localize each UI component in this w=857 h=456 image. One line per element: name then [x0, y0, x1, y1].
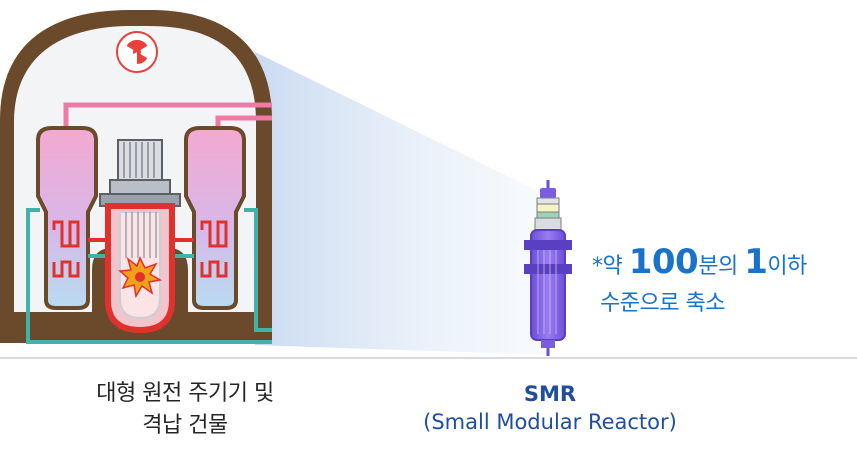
scale-note-fraction: 1 [744, 242, 768, 282]
scale-note-line2: 수준으로 축소 [600, 291, 725, 316]
smr-full-name: (Small Modular Reactor) [423, 410, 677, 434]
steam-generator-right [184, 126, 246, 310]
steam-generator-left [36, 126, 98, 310]
coolant-loops [88, 238, 194, 258]
reactor-core-icon [118, 256, 163, 299]
scale-note-suffix: 이하 [767, 254, 807, 279]
smr-module [524, 180, 572, 356]
scale-note-number: 100 [628, 242, 699, 282]
smr-name: SMR [523, 382, 577, 406]
feedwater-lines [26, 208, 272, 344]
scale-note-line1: *약 100분의 1이하 [592, 240, 857, 289]
large-reactor-caption: 대형 원전 주기기 및 격납 건물 [20, 378, 350, 442]
radiation-icon [116, 31, 158, 73]
large-reactor-caption-line2: 격납 건물 [142, 413, 228, 438]
smr-caption: SMR (Small Modular Reactor) [385, 380, 715, 436]
large-reactor-caption-line1: 대형 원전 주기기 및 [96, 381, 274, 406]
scale-reduction-note: *약 100분의 1이하 수준으로 축소 [592, 240, 857, 319]
scale-note-prefix: *약 [592, 254, 629, 279]
scale-note-middle: 분의 [698, 254, 745, 279]
scale-projection-beam [255, 52, 548, 355]
